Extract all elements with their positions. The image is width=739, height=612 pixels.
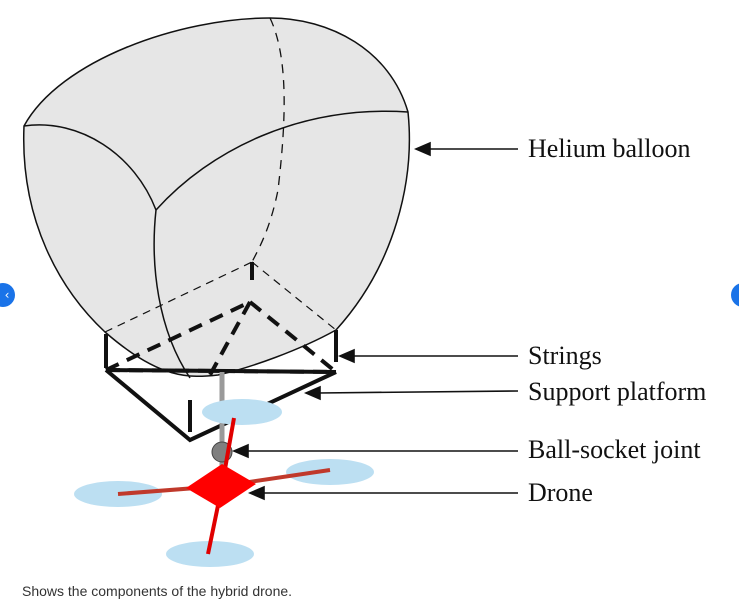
balloon-front-seam: [153, 209, 191, 379]
support-platform: [104, 300, 338, 443]
next-image-button[interactable]: ›: [731, 283, 739, 307]
label-support-platform: Support platform: [528, 377, 706, 406]
helium-balloon: [23, 17, 411, 379]
previous-image-button[interactable]: ‹: [0, 283, 15, 307]
balloon-right-seam: [155, 110, 409, 211]
label-strings: Strings: [528, 341, 602, 370]
strings: [104, 262, 338, 432]
drone: [74, 399, 374, 567]
leader-arrows: [231, 141, 519, 501]
arrow-platform: [317, 390, 519, 394]
label-helium-balloon: Helium balloon: [528, 134, 690, 163]
balloon-hidden-edge-right: [251, 261, 337, 331]
balloon-body: [23, 17, 411, 378]
platform-front-edges: [104, 368, 337, 443]
chevron-left-icon: ‹: [4, 288, 10, 302]
balloon-left-seam: [23, 124, 157, 211]
label-drone: Drone: [528, 478, 593, 507]
figure-caption: Shows the components of the hybrid drone…: [22, 583, 293, 599]
platform-hidden-edges: [105, 300, 338, 376]
drone-body: [186, 464, 256, 508]
propeller-top: [202, 399, 282, 425]
label-ball-socket-joint: Ball-socket joint: [528, 435, 701, 464]
balloon-back-seam: [251, 17, 285, 263]
